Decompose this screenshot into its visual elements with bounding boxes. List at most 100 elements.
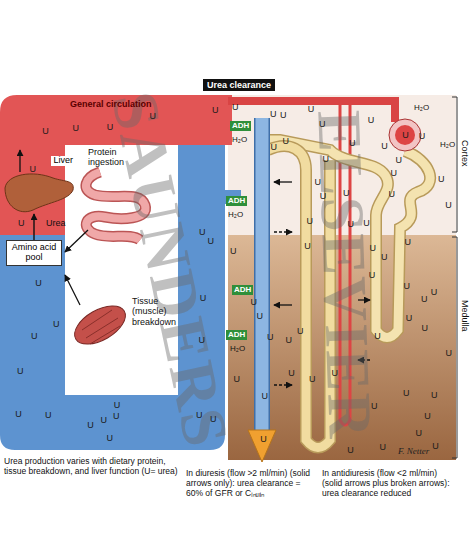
urea-symbol: U	[431, 391, 438, 400]
urea-symbol: U	[371, 402, 378, 411]
urea-symbol: U	[424, 412, 431, 421]
broken-arrow	[274, 384, 292, 385]
urea-symbol: U	[416, 429, 423, 438]
urea-symbol: U	[381, 142, 388, 151]
urea-symbol: U	[42, 127, 49, 136]
urea-symbol: U	[343, 189, 350, 198]
hormone-tag: ADH	[230, 121, 251, 131]
urea-symbol: U	[406, 314, 413, 323]
urea-symbol: U	[200, 294, 207, 303]
urea-symbol: U	[285, 336, 292, 345]
urea-symbol: U	[421, 295, 428, 304]
hormone-tag: ADH	[226, 196, 247, 206]
vessel-label: General circulation	[70, 99, 152, 109]
zone-bracket	[452, 97, 457, 458]
hormone-tag: ADH	[232, 285, 253, 295]
urea-symbol: U	[230, 247, 237, 256]
urea-symbol: U	[332, 369, 339, 378]
urea-symbol: U	[271, 143, 278, 152]
urea-symbol: U	[260, 435, 267, 444]
urea-symbol: U	[53, 320, 60, 329]
liver-shape	[3, 168, 75, 214]
urea-symbol: U	[374, 332, 381, 341]
urea-symbol: U	[15, 410, 22, 419]
urea-symbol: U	[212, 106, 219, 115]
urea-symbol: U	[45, 411, 52, 420]
urea-symbol: U	[267, 333, 274, 342]
urea-symbol: U	[422, 324, 429, 333]
urea-symbol: U	[251, 298, 258, 307]
hormone-tag: ADH	[226, 330, 247, 340]
urea-symbol: U	[403, 389, 410, 398]
collecting-duct-outline	[254, 118, 270, 440]
urea-symbol: U	[199, 228, 206, 237]
urea-symbol: U	[280, 111, 287, 120]
urea-symbol: U	[432, 442, 439, 451]
urea-symbol: U	[307, 217, 314, 226]
urea-symbol: U	[445, 349, 452, 358]
bowman-capsule	[389, 119, 421, 151]
urea-symbol: U	[297, 327, 304, 336]
urea-symbol: U	[381, 253, 388, 262]
zone-label: Cortex	[460, 140, 470, 167]
product-label: Urea	[46, 218, 66, 228]
urea-symbol: U	[319, 120, 326, 129]
urea-symbol: U	[87, 421, 94, 430]
urea-symbol: U	[368, 116, 375, 125]
broken-arrow	[274, 231, 292, 232]
urea-symbol: U	[363, 219, 370, 228]
urea-symbol: U	[402, 131, 409, 140]
glomerulus	[395, 125, 415, 145]
urea-symbol: U	[308, 105, 315, 114]
source-label: Tissue (muscle) breakdown	[132, 296, 177, 327]
urea-symbol: U	[35, 279, 42, 288]
urea-symbol: U	[233, 375, 240, 384]
urea-symbol: U	[347, 446, 354, 455]
urea-symbol: U	[196, 411, 203, 420]
urea-symbol: U	[309, 375, 316, 384]
artist-signature: F. Netter	[398, 446, 429, 456]
urea-symbol: U	[198, 336, 205, 345]
urea-symbol: U	[389, 190, 396, 199]
urea-symbol: U	[261, 392, 268, 401]
urea-symbol: U	[113, 412, 120, 421]
urea-symbol: U	[29, 165, 36, 174]
urea-symbol: U	[270, 110, 277, 119]
urea-symbol: U	[369, 271, 376, 280]
title-box: Urea clearance	[203, 79, 275, 91]
urea-symbol: U	[419, 132, 426, 141]
urea-symbol: U	[438, 175, 445, 184]
solid-arrow	[19, 150, 20, 172]
urea-symbol: U	[150, 112, 157, 121]
node-text: Liver	[51, 156, 75, 166]
zone-label: Medulla	[460, 300, 470, 332]
muscle	[68, 298, 131, 352]
urea-symbol: U	[445, 201, 452, 210]
urea-symbol: U	[18, 219, 25, 228]
collecting-duct	[256, 118, 269, 440]
urea-symbol: U	[232, 103, 239, 112]
urea-symbol: U	[304, 242, 311, 251]
urea-symbol: U	[106, 434, 113, 443]
urea-symbol: U	[320, 192, 327, 201]
note-text: In diuresis (flow >2 ml/min) (solid arro…	[186, 468, 318, 498]
urea-symbol: U	[208, 237, 215, 246]
urea-symbol: U	[347, 220, 354, 229]
urea-symbol: U	[404, 282, 411, 291]
urea-symbol: U	[257, 312, 264, 321]
water-label: H₂O	[228, 210, 243, 219]
urea-symbol: U	[100, 416, 107, 425]
urea-symbol: U	[390, 169, 397, 178]
note-text: In antidiuresis (flow <2 ml/min) (solid …	[322, 468, 452, 498]
urea-symbol: U	[210, 415, 217, 424]
urea-symbol: U	[283, 137, 290, 146]
urea-symbol: U	[349, 139, 356, 148]
papilla-tip	[248, 430, 276, 462]
water-label: H₂O	[440, 140, 455, 149]
urea-symbol: U	[379, 443, 386, 452]
solid-arrow	[65, 230, 88, 252]
liver-organ: Liver	[3, 156, 75, 214]
solid-arrow	[274, 181, 292, 182]
source-label: Protein ingestion	[88, 147, 136, 168]
urea-symbol: U	[114, 401, 121, 410]
